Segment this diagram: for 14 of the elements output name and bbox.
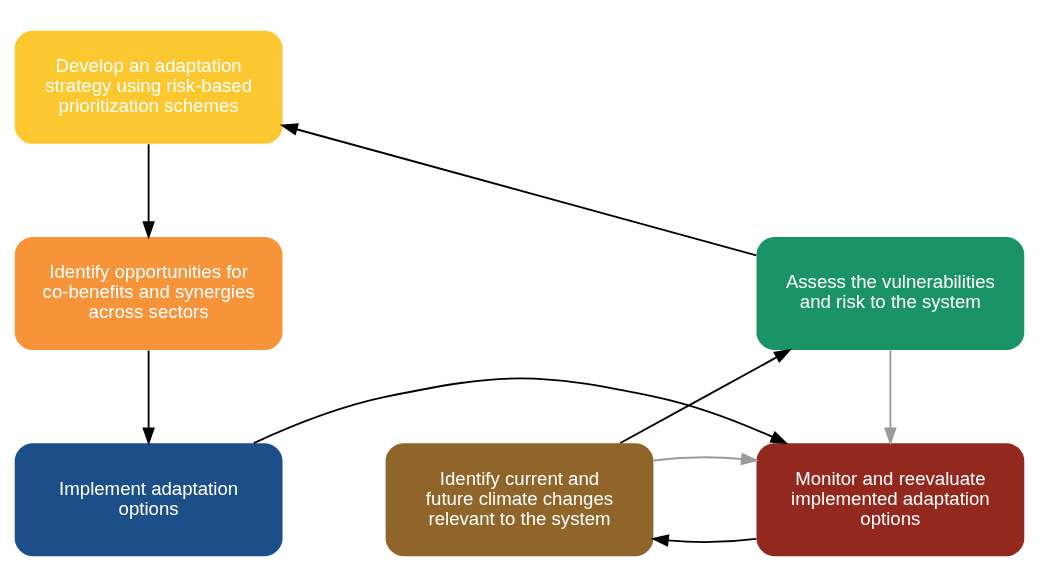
node-box: Identify opportunities for co-benefits and synergies across sectors — [14, 236, 282, 350]
arrow — [883, 349, 897, 446]
arrow — [252, 377, 788, 444]
node-box: Implement adaptation options — [14, 442, 282, 556]
arrow — [279, 122, 757, 256]
node-box: Identify current and future climate changes relevant to the system — [385, 442, 653, 556]
arrow — [618, 348, 792, 444]
arrow — [652, 452, 759, 465]
node-box: Assess the vulnerabilities and risk to the system — [756, 236, 1024, 350]
arrow — [141, 349, 155, 446]
arrow — [141, 142, 155, 239]
node-box: Develop an adaptation strategy using risk-based prioritization schemes — [14, 30, 282, 144]
arrow — [650, 533, 757, 547]
node-box: Monitor and reevaluate implemented adaptation options — [756, 442, 1024, 556]
